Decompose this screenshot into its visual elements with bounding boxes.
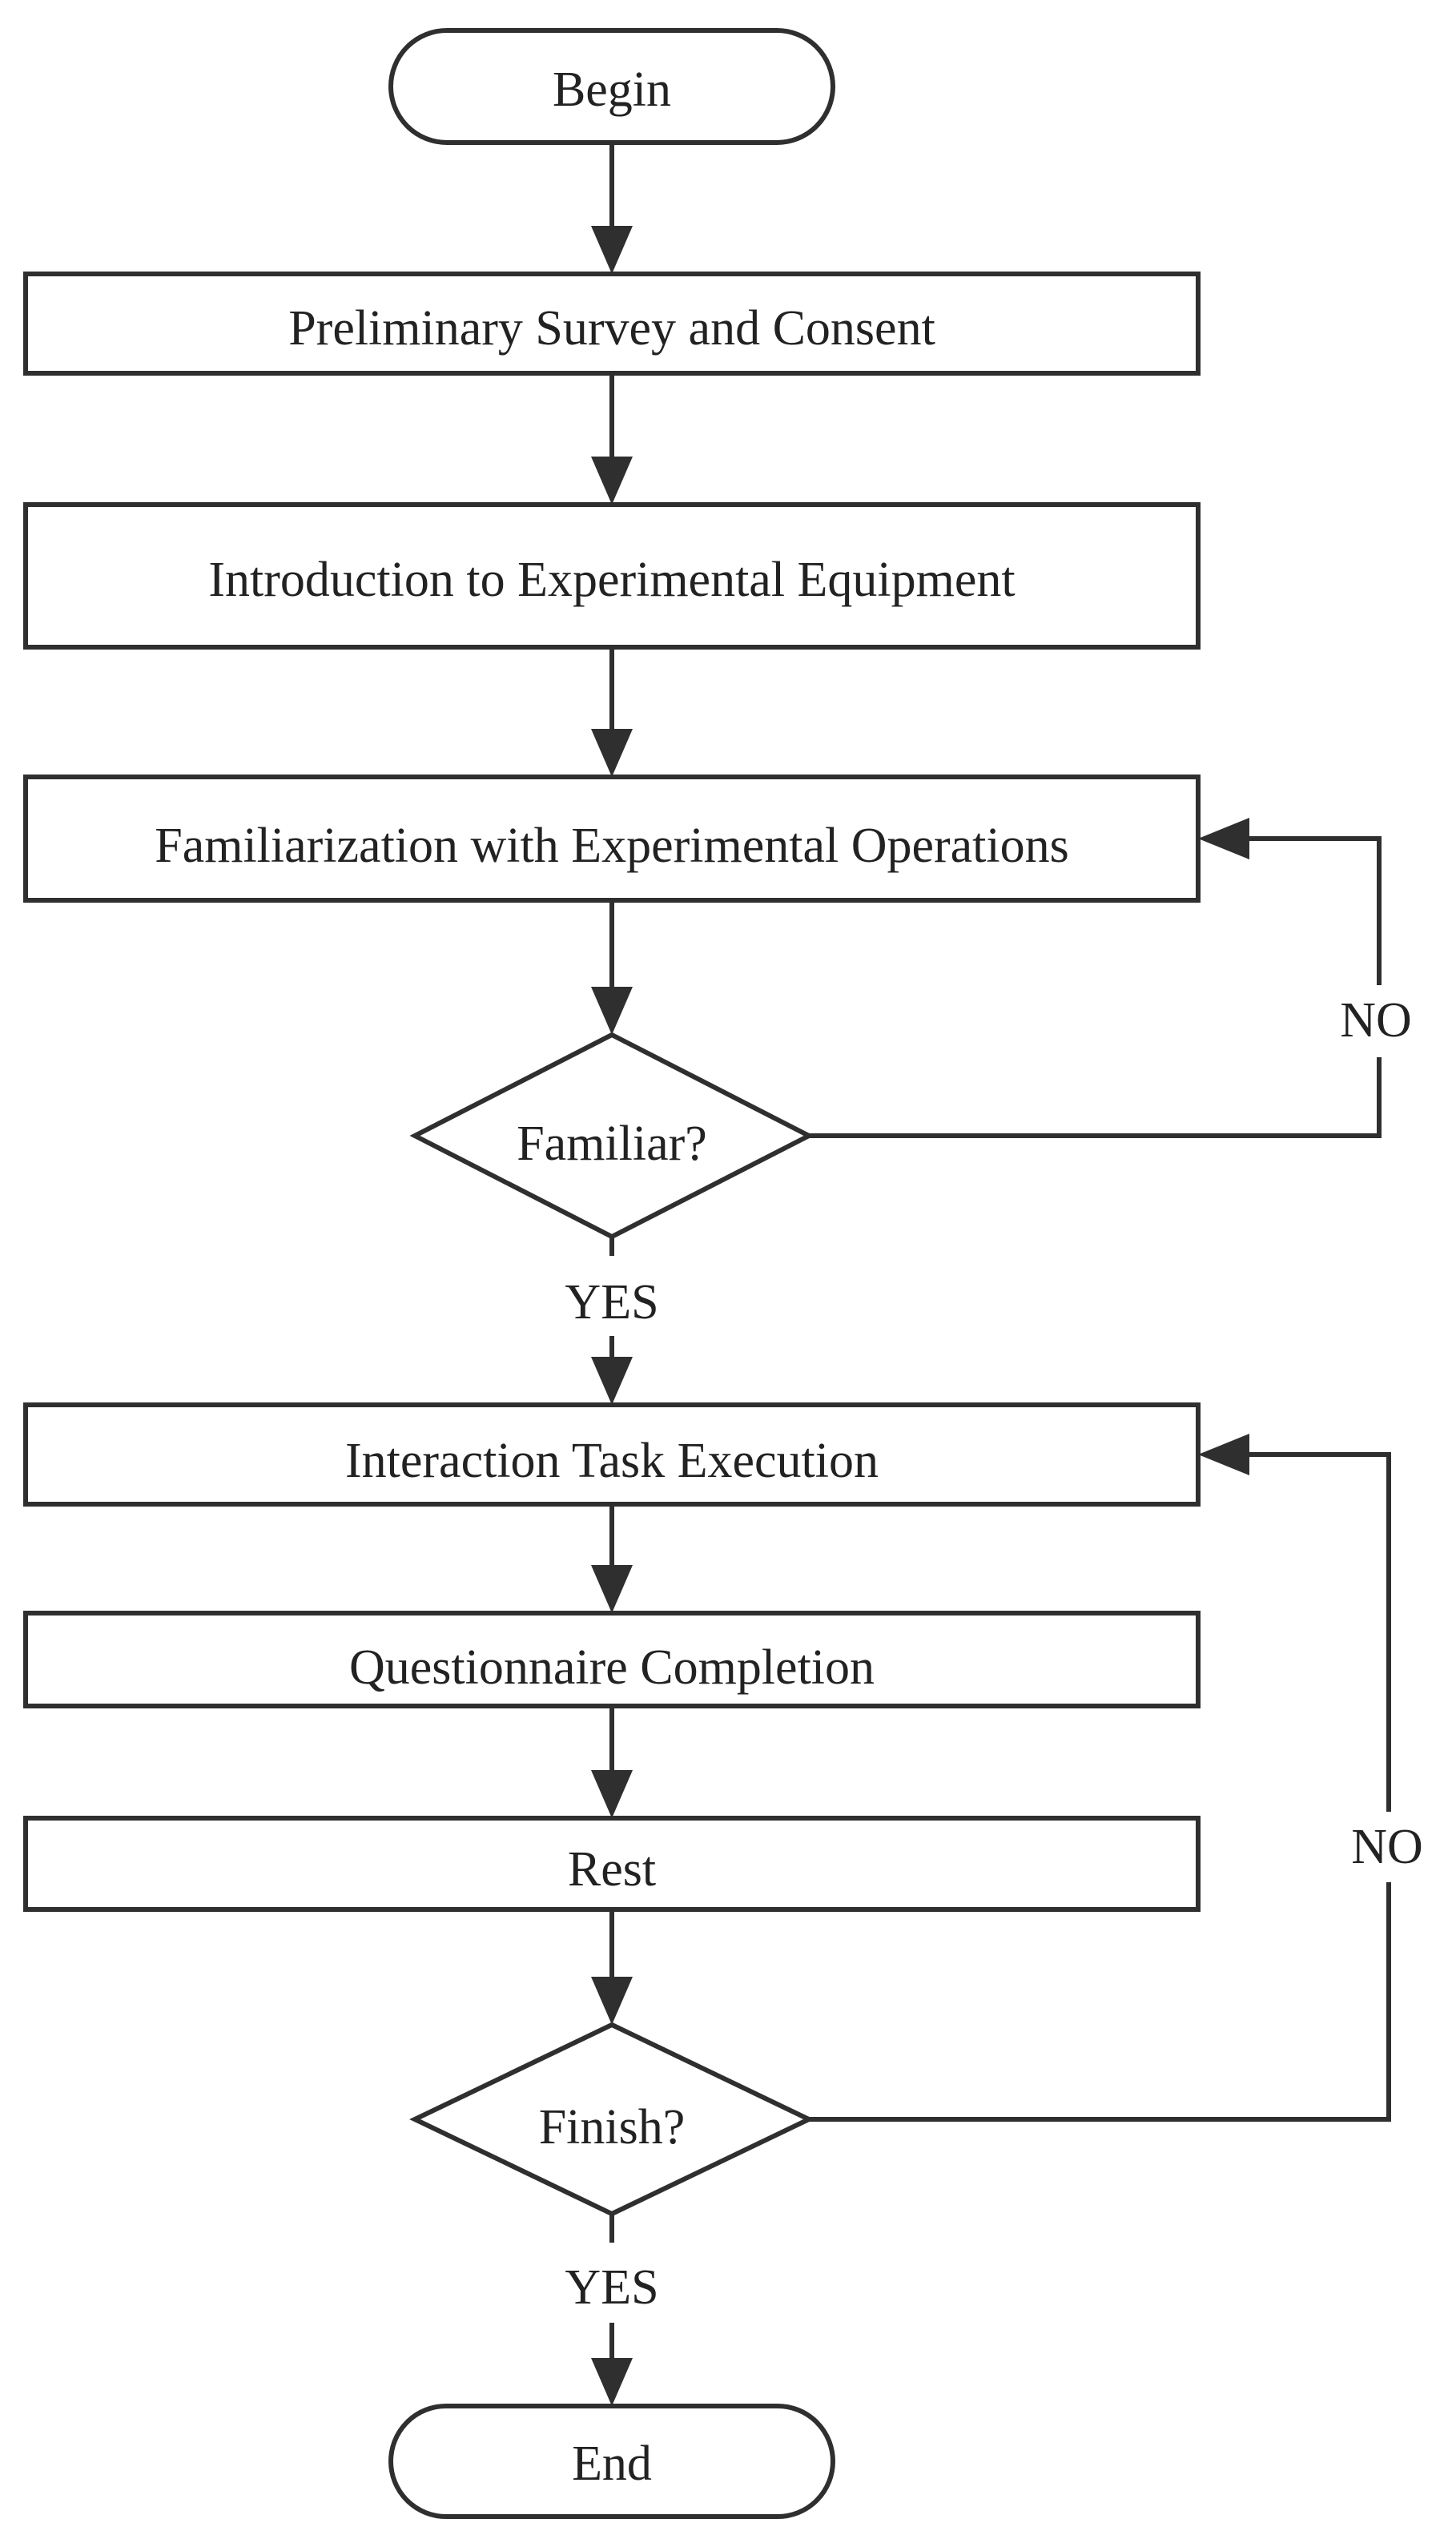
familiarization-label: Familiarization with Experimental Operat… xyxy=(155,819,1069,873)
rest-label: Rest xyxy=(568,1842,656,1897)
arrowhead-begin-to-survey xyxy=(591,226,633,274)
interaction-label: Interaction Task Execution xyxy=(345,1434,879,1488)
familiar-no-loop xyxy=(809,1057,1382,1138)
end-label: End xyxy=(572,2436,652,2491)
arrowhead-familiar-yes xyxy=(591,1357,633,1405)
familiar-yes-label: YES xyxy=(565,1275,658,1330)
familiar-no-loop-upper xyxy=(1249,836,1382,985)
arrowhead-familiarization-to-decision xyxy=(591,987,633,1035)
introduction-label: Introduction to Experimental Equipment xyxy=(208,553,1015,607)
familiar-no-label: NO xyxy=(1340,993,1412,1048)
finish-no-loop xyxy=(809,1882,1391,2122)
end-terminal xyxy=(388,2404,835,2519)
finish-no-loop-upper xyxy=(1249,1452,1391,1812)
arrowhead-finish-yes xyxy=(591,2358,633,2406)
arrowhead-introduction-to-familiarization xyxy=(591,729,633,777)
finish-no-label: NO xyxy=(1351,1820,1423,1874)
arrowhead-questionnaire-to-rest xyxy=(591,1770,633,1818)
arrowhead-interaction-to-questionnaire xyxy=(591,1565,633,1613)
arrowhead-familiar-no xyxy=(1198,818,1249,859)
questionnaire-label: Questionnaire Completion xyxy=(349,1640,875,1695)
survey-label: Preliminary Survey and Consent xyxy=(288,301,935,356)
questionnaire-box xyxy=(23,1611,1201,1708)
begin-label: Begin xyxy=(553,62,671,117)
arrowhead-rest-to-finish xyxy=(591,1977,633,2025)
finish-yes-label: YES xyxy=(565,2260,658,2315)
arrowhead-finish-no xyxy=(1198,1434,1249,1475)
familiar-decision-label: Familiar? xyxy=(517,1117,707,1171)
survey-box xyxy=(23,272,1201,376)
rest-box xyxy=(23,1816,1201,1912)
arrowhead-survey-to-introduction xyxy=(591,457,633,505)
finish-decision-label: Finish? xyxy=(539,2100,686,2155)
